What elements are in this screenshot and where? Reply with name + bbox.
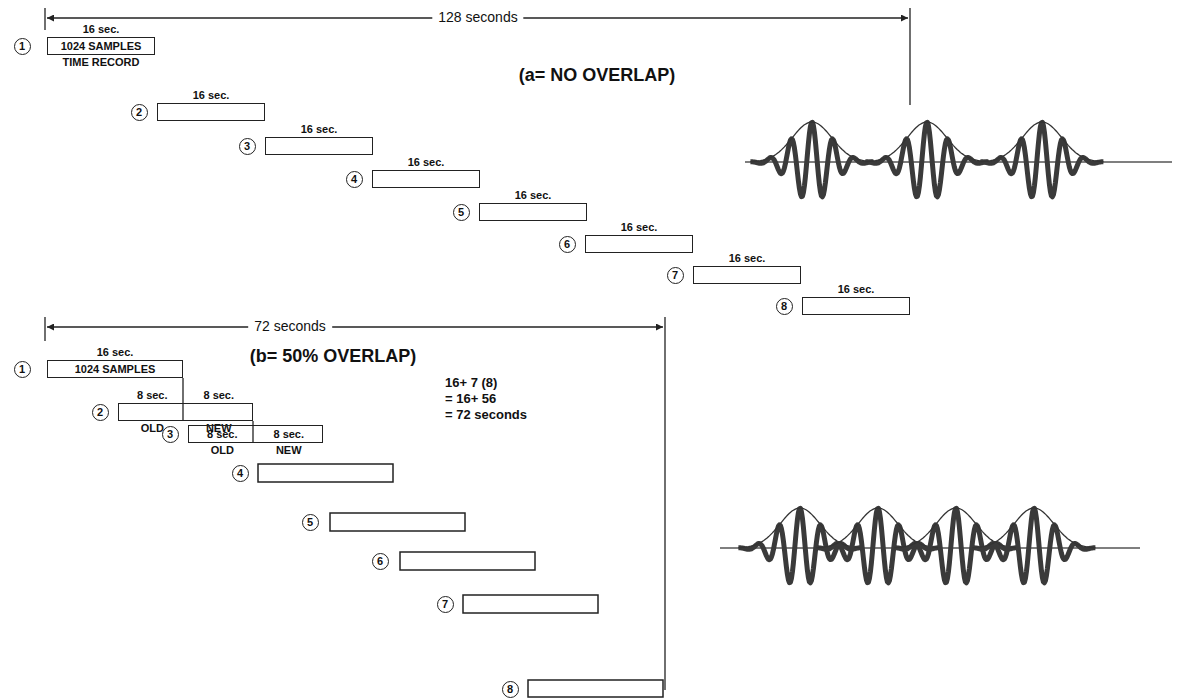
wave-envelope — [894, 508, 1017, 548]
duration-label: 16 sec. — [408, 157, 445, 168]
time-record-box — [528, 680, 663, 697]
under-label: OLD — [141, 423, 164, 434]
under-label: TIME RECORD — [63, 57, 140, 68]
wave-carrier — [816, 508, 939, 583]
callout-number: 7 — [667, 267, 684, 284]
callout-text: 5 — [458, 207, 464, 218]
dimension-tick — [909, 8, 910, 105]
callout-number: 2 — [92, 404, 109, 421]
box-label: 8 sec. — [273, 429, 304, 440]
wave-carrier — [980, 122, 1103, 197]
callout-text: 1 — [19, 41, 25, 52]
callout-text: 8 — [781, 301, 787, 312]
time-record-box: 16 sec. — [265, 137, 373, 155]
case-title: (a= NO OVERLAP) — [519, 66, 676, 86]
wave-carrier — [750, 122, 873, 197]
time-record-box — [330, 513, 465, 531]
time-record-box: 16 sec. — [693, 266, 801, 284]
callout-number: 7 — [437, 596, 454, 613]
under-label: OLD — [211, 445, 234, 456]
callout-text: 2 — [97, 407, 103, 418]
callout-number: 4 — [232, 465, 249, 482]
wave-envelope — [865, 122, 988, 162]
wave-carrier — [972, 508, 1095, 583]
box-label: 8 sec. — [207, 429, 238, 440]
calculation-line: = 72 seconds — [445, 408, 527, 422]
duration-label: 16 sec. — [729, 253, 766, 264]
callout-text: 6 — [377, 556, 383, 567]
calculation-line: = 16+ 56 — [445, 392, 496, 406]
duration-label: 16 sec. — [515, 190, 552, 201]
callout-text: 6 — [564, 239, 570, 250]
time-record-box: 8 sec.8 sec.OLDNEW — [118, 403, 253, 421]
dimension-tick — [44, 317, 45, 341]
callout-number: 8 — [502, 681, 519, 698]
callout-number: 3 — [239, 138, 256, 155]
callout-text: 3 — [244, 141, 250, 152]
wave-carrier — [894, 508, 1017, 583]
overlap-divider — [182, 378, 183, 421]
time-record-box: 16 sec. — [479, 203, 587, 221]
duration-label: 16 sec. — [97, 347, 134, 358]
case-title: (b= 50% OVERLAP) — [250, 347, 417, 367]
time-record-box: 16 sec. — [372, 170, 480, 188]
time-record-box — [258, 464, 393, 482]
dimension-label: 72 seconds — [248, 319, 332, 334]
duration-label: 8 sec. — [137, 390, 168, 401]
callout-number: 4 — [346, 171, 363, 188]
callout-number: 1 — [14, 361, 31, 378]
callout-number: 3 — [162, 426, 179, 443]
wave-packets — [720, 122, 1172, 583]
time-record-box: 16 sec. — [157, 103, 265, 121]
time-record-box — [400, 552, 535, 570]
callout-text: 3 — [167, 429, 173, 440]
callout-text: 2 — [136, 107, 142, 118]
callout-number: 5 — [453, 204, 470, 221]
dimension-label: 128 seconds — [432, 10, 523, 25]
duration-label: 8 sec. — [203, 390, 234, 401]
callout-number: 1 — [14, 38, 31, 55]
callout-number: 5 — [302, 514, 319, 531]
duration-label: 16 sec. — [193, 90, 230, 101]
callout-text: 7 — [672, 270, 678, 281]
callout-number: 8 — [776, 298, 793, 315]
duration-label: 16 sec. — [621, 222, 658, 233]
time-record-box: 16 sec. — [802, 297, 910, 315]
callout-text: 7 — [442, 599, 448, 610]
box-label: 1024 SAMPLES — [61, 41, 142, 52]
time-record-box — [463, 595, 598, 613]
time-record-box: 16 sec.1024 SAMPLES — [47, 360, 183, 378]
box-label: 1024 SAMPLES — [75, 364, 156, 375]
dimension-tick — [664, 317, 665, 690]
callout-text: 4 — [237, 468, 243, 479]
duration-label: 16 sec. — [83, 24, 120, 35]
wave-envelope — [750, 122, 873, 162]
calculation-line: 16+ 7 (8) — [445, 376, 497, 390]
callout-text: 5 — [307, 517, 313, 528]
time-record-box: 8 sec.8 sec.OLDNEW — [188, 425, 323, 443]
time-record-box: 16 sec. — [585, 235, 693, 253]
callout-text: 1 — [19, 364, 25, 375]
duration-label: 16 sec. — [838, 284, 875, 295]
callout-number: 6 — [559, 236, 576, 253]
time-record-box: 16 sec.1024 SAMPLESTIME RECORD — [47, 37, 155, 55]
wave-envelope — [816, 508, 939, 548]
callout-number: 6 — [372, 553, 389, 570]
wave-envelope — [972, 508, 1095, 548]
wave-envelope — [738, 508, 861, 548]
callout-number: 2 — [131, 104, 148, 121]
wave-carrier — [865, 122, 988, 197]
callout-text: 8 — [507, 684, 513, 695]
duration-label: 16 sec. — [301, 124, 338, 135]
wave-carrier — [738, 508, 861, 583]
under-label: NEW — [276, 445, 302, 456]
callout-text: 4 — [351, 174, 357, 185]
dimension-tick — [44, 8, 45, 30]
wave-envelope — [980, 122, 1103, 162]
dimension-line — [47, 326, 663, 327]
